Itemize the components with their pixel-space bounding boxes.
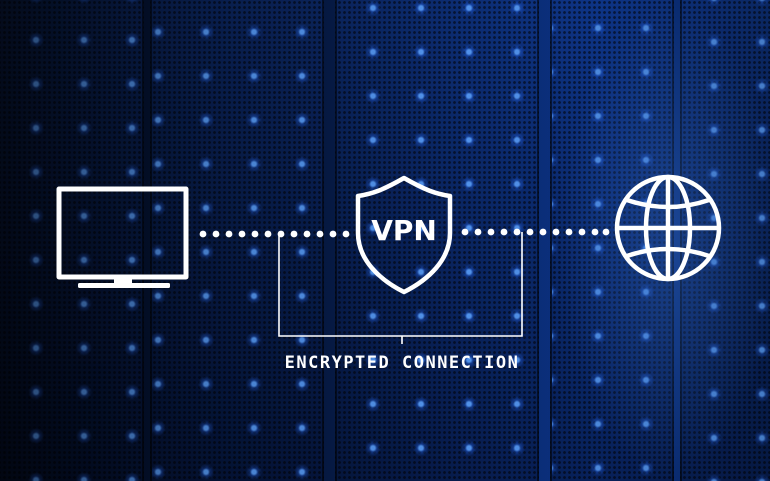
encrypted-connection-caption: ENCRYPTED CONNECTION bbox=[285, 353, 520, 373]
monitor-icon bbox=[56, 186, 189, 288]
connection-dots-right bbox=[461, 228, 610, 236]
vpn-label: VPN bbox=[371, 214, 437, 247]
connection-dots-left bbox=[199, 230, 350, 238]
globe-icon bbox=[614, 174, 722, 282]
vpn-shield-icon: VPN bbox=[355, 175, 453, 295]
encrypted-bracket bbox=[278, 232, 523, 344]
